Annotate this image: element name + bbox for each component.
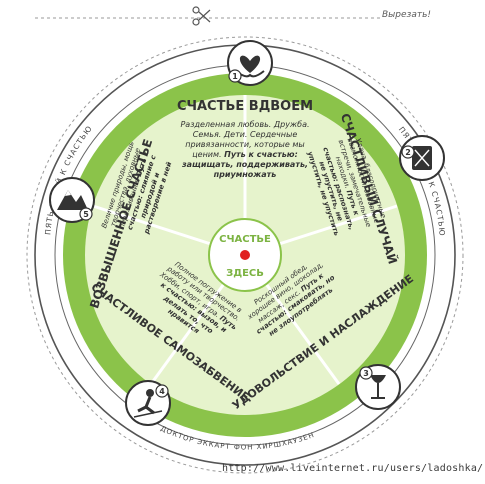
watermark-url: http://www.liveinternet.ru/users/ladoshk… [222,463,484,474]
center-label-top: СЧАСТЬЕ [219,234,271,245]
mountain-icon: 5 [49,177,95,223]
badge-number-2: 2 [405,148,411,157]
badge-number-3: 3 [363,369,369,378]
skier-icon: 4 [125,380,171,426]
wine-glass-icon: 3 [355,364,401,410]
luck-icon: 2 [399,135,445,181]
center-label-bottom: ЗДЕСЬ [226,268,264,279]
sector-1-path: Путь к счастью: защищать, поддерживать, … [181,150,309,179]
badge-number-1: 1 [232,72,238,81]
badge-number-5: 5 [83,210,89,219]
outer-dashed-cut-circle [26,36,464,474]
scissors-icon [192,6,211,26]
cut-label: Вырезать! [382,10,431,20]
center-dot [240,250,250,260]
sector-1-body: Разделенная любовь. Дружба. Семья. Дети.… [180,120,310,159]
sector-1: СЧАСТЬЕ ВДВОЕМ Разделенная любовь. Дружб… [177,99,313,179]
badge-number-4: 4 [159,387,165,396]
sector-1-title: СЧАСТЬЕ ВДВОЕМ [177,99,313,114]
heart-hands-icon: 1 [227,40,273,86]
